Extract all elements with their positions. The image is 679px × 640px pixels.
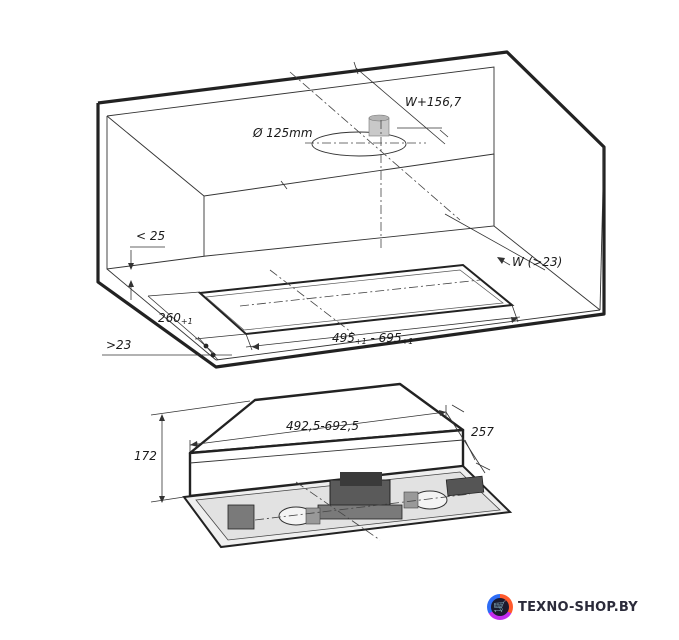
cart-icon: 🛒	[487, 594, 513, 620]
label-front-clearance: >23	[106, 338, 131, 352]
label-cutout-depth: 260+1	[158, 311, 193, 326]
centerline-front	[289, 71, 461, 221]
label-cutout-width: 495+1 - 695+1	[332, 331, 413, 346]
left-clip	[227, 504, 255, 530]
cabinet-inner-frame	[106, 66, 495, 270]
label-bottom-clearance: < 25	[136, 229, 165, 243]
cabinet-outline	[96, 50, 606, 369]
label-unit-width: 492,5-692,5	[286, 419, 359, 433]
control-panel	[445, 475, 485, 497]
hood-unit-drawing	[150, 382, 513, 549]
cutout-opening	[197, 263, 515, 336]
label-outlet-offset: W+156,7	[405, 95, 462, 109]
label-side-clearance: W (>23)	[512, 255, 562, 269]
label-unit-depth: 257	[471, 425, 494, 439]
watermark-text: TEXNO-SHOP.BY	[518, 599, 638, 615]
label-unit-height: 172	[134, 449, 157, 463]
label-duct-diameter: Ø 125mm	[252, 126, 313, 140]
cabinet-drawing	[96, 50, 606, 369]
duct-outlet	[311, 131, 407, 157]
watermark-logo: 🛒 TEXNO-SHOP.BY	[487, 592, 638, 622]
